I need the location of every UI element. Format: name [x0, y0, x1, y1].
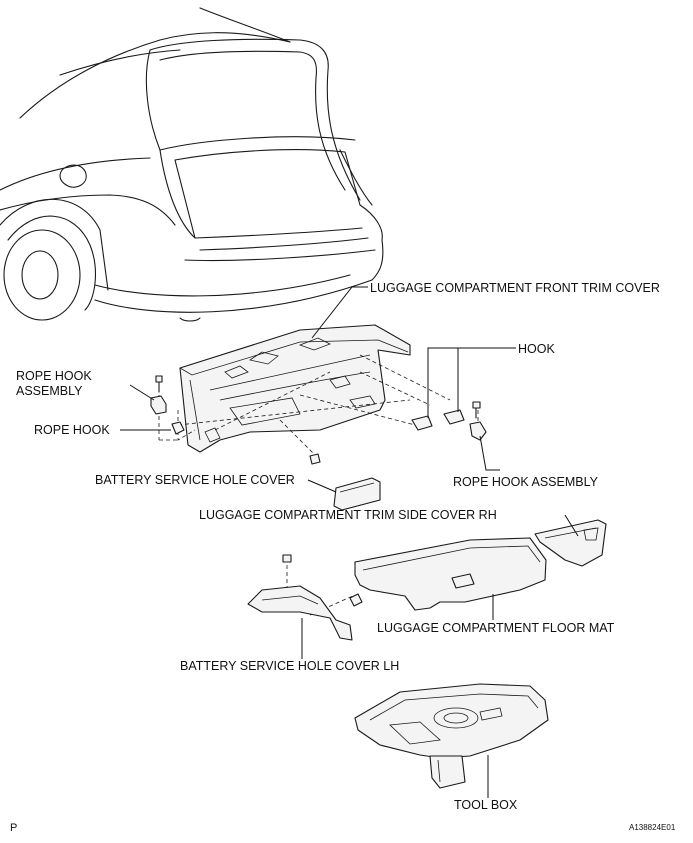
hook-pieces — [411, 401, 487, 441]
label-battery-service-hole-cover: BATTERY SERVICE HOLE COVER — [95, 473, 295, 487]
label-front-trim-cover: LUGGAGE COMPARTMENT FRONT TRIM COVER — [370, 281, 660, 295]
tool-box-part — [354, 683, 549, 789]
label-trim-side-cover-rh: LUGGAGE COMPARTMENT TRIM SIDE COVER RH — [199, 508, 497, 522]
battery-service-hole-cover-part — [333, 477, 381, 511]
trim-side-cover-rh-part — [534, 519, 607, 567]
rope-hook-left-pieces — [150, 375, 185, 435]
label-rope-hook: ROPE HOOK — [34, 423, 110, 437]
floor-mat-part — [354, 537, 547, 611]
label-battery-service-hole-cover-lh: BATTERY SERVICE HOLE COVER LH — [180, 659, 399, 673]
label-rope-hook-assembly-left-line2: ASSEMBLY — [16, 384, 83, 398]
label-floor-mat: LUGGAGE COMPARTMENT FLOOR MAT — [377, 621, 615, 635]
label-tool-box: TOOL BOX — [454, 798, 518, 812]
vehicle-rear-illustration — [0, 7, 384, 322]
front-trim-cover-part — [179, 324, 411, 453]
label-hook: HOOK — [518, 342, 555, 356]
battery-service-hole-cover-lh-part — [247, 554, 363, 641]
callout-labels: LUGGAGE COMPARTMENT FRONT TRIM COVER HOO… — [16, 281, 660, 812]
clip-piece — [309, 453, 321, 465]
figure-id: A138824E01 — [629, 823, 676, 832]
page-mark: P — [10, 822, 17, 834]
leader-lines — [120, 286, 579, 798]
label-rope-hook-assembly-right: ROPE HOOK ASSEMBLY — [453, 475, 599, 489]
label-rope-hook-assembly-left-line1: ROPE HOOK — [16, 369, 92, 383]
